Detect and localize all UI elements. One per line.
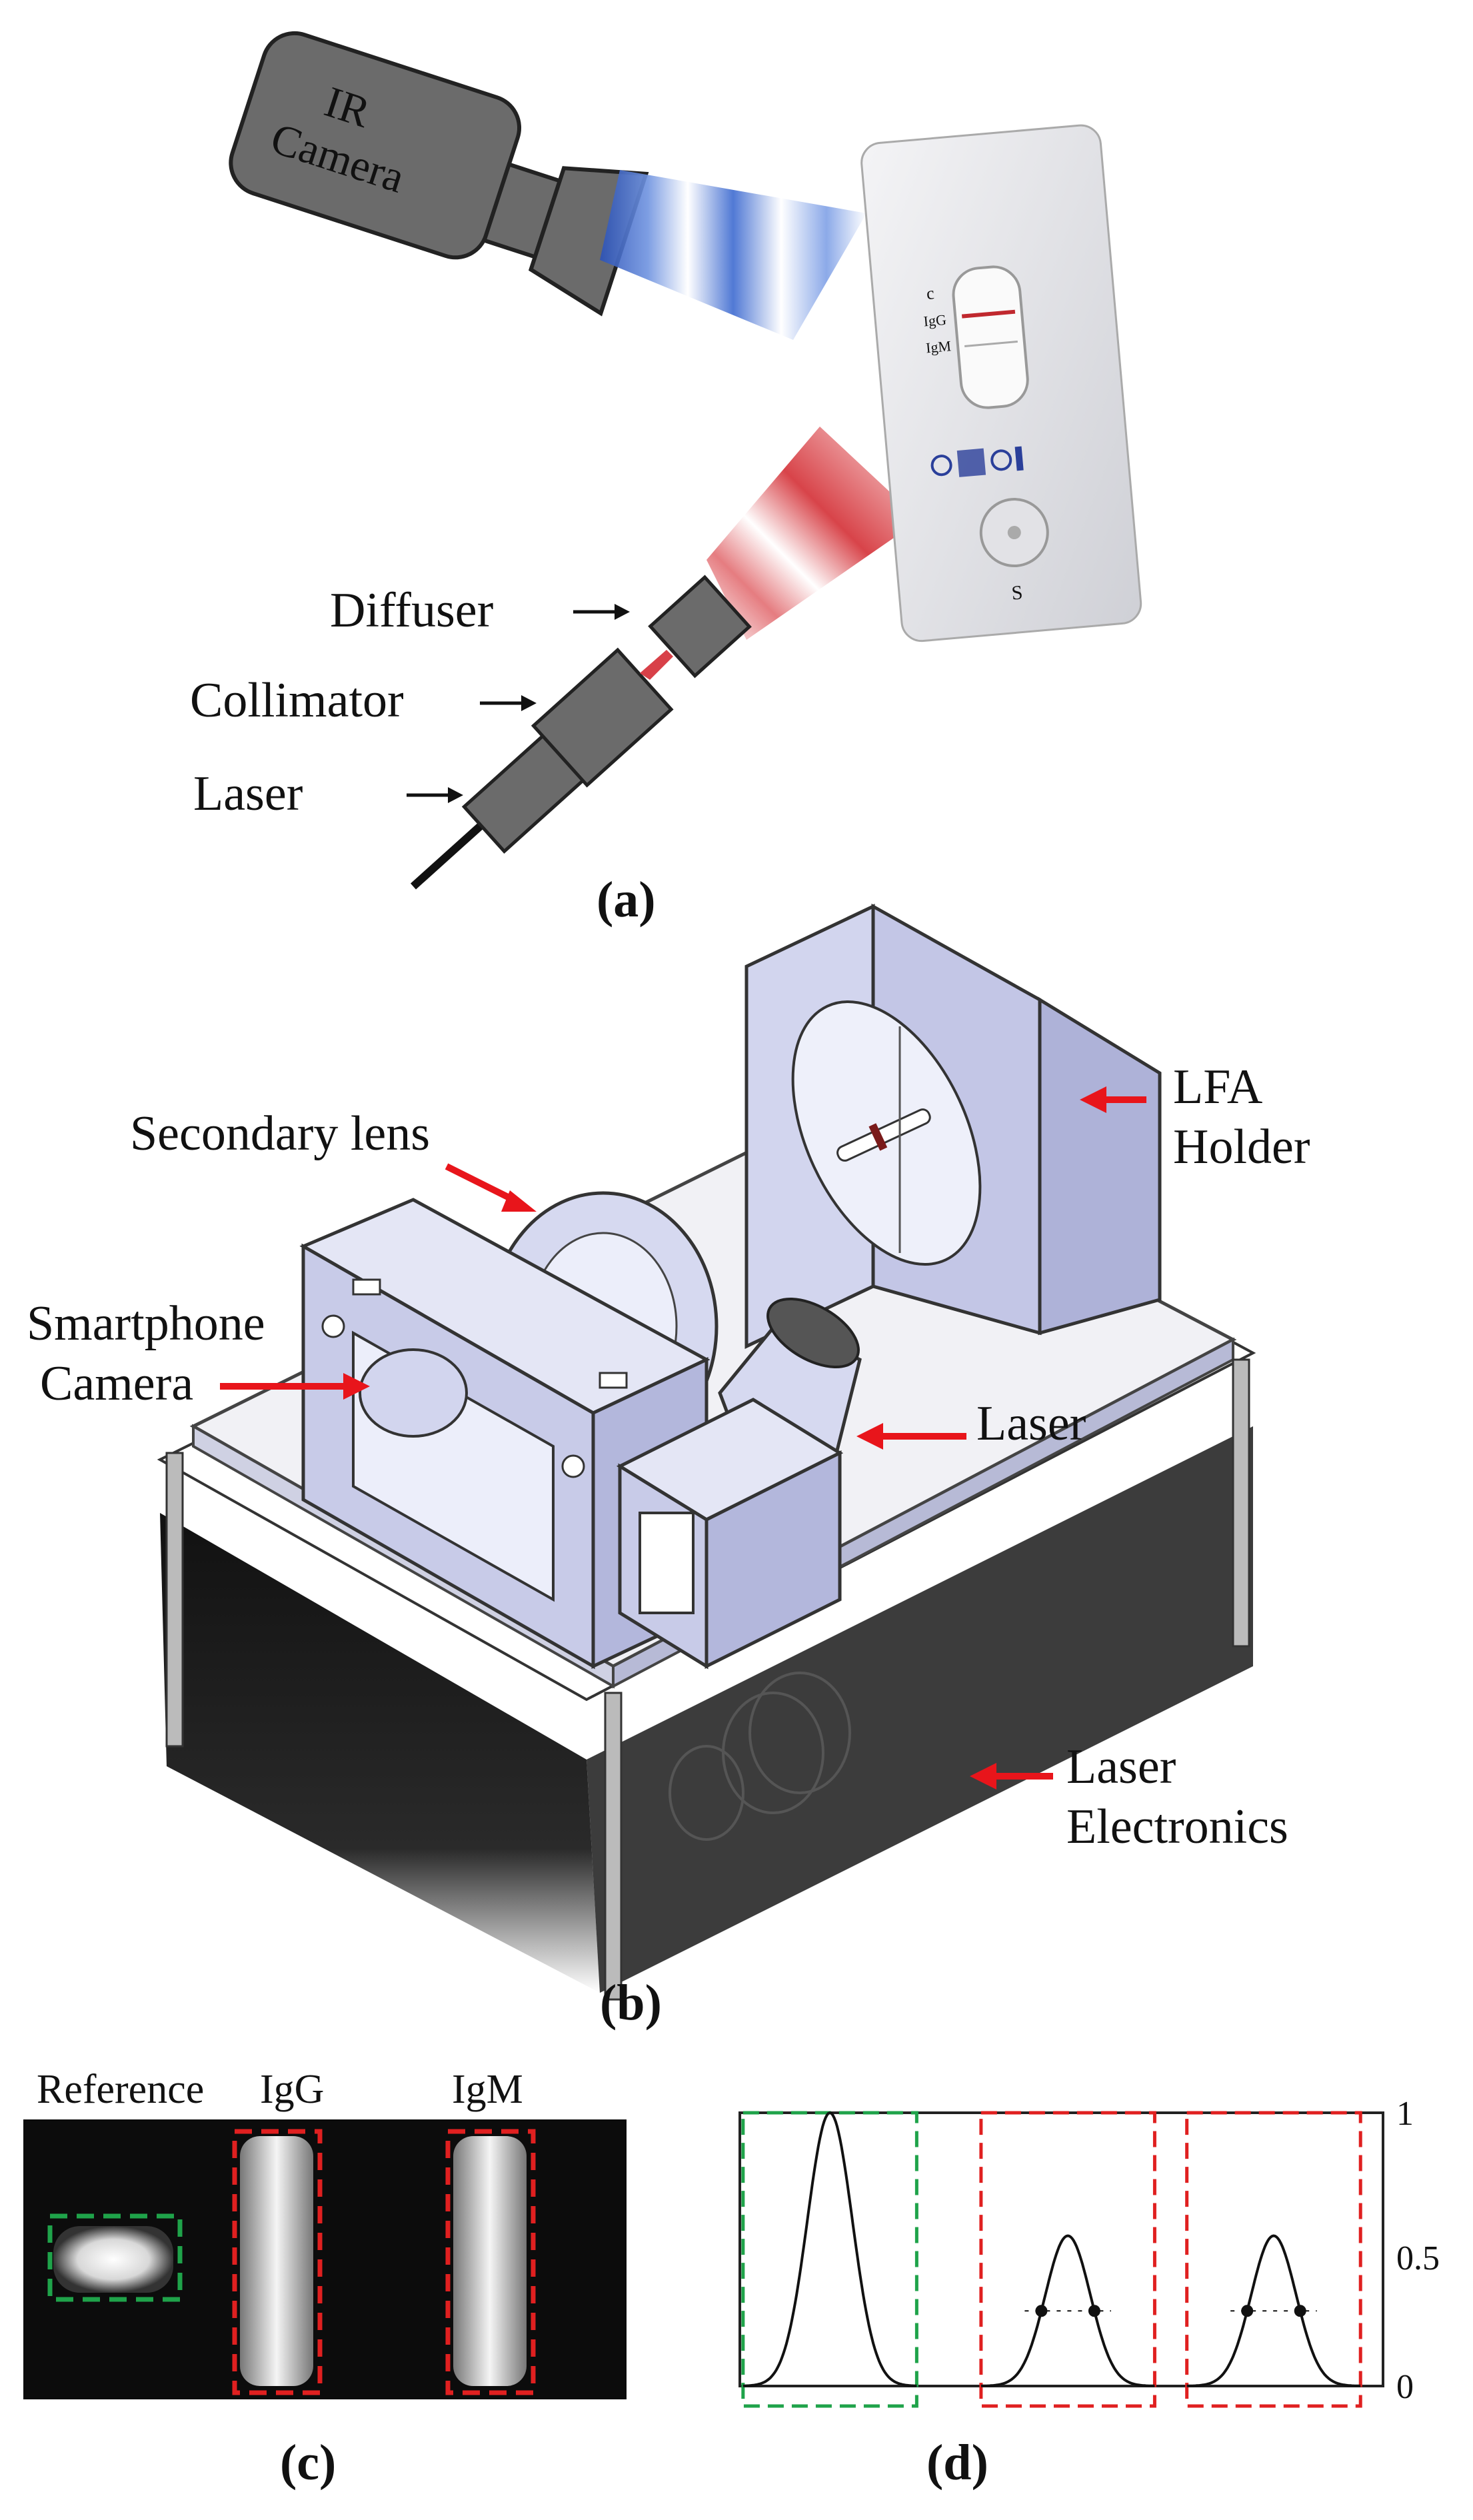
panel-a: IR Camera c IgG IgM S [190,31,1142,928]
laser-electronics-label-line2: Electronics [1066,1800,1288,1854]
fwhm-point-1-1 [1088,2305,1100,2317]
collimator-callout: Collimator [190,673,537,728]
panel-d: 1 0.5 0 (d) [738,2095,1440,2491]
roi-box-1 [979,2111,1156,2408]
ytick-1: 1 [1396,2095,1414,2133]
panel-d-label: (d) [926,2435,988,2491]
panel-b-label: (b) [600,1975,662,2031]
panel-b: Secondary lens Smartphone Camera LFA Hol… [27,903,1310,2031]
strip-text-igg: IgG [923,311,947,330]
label-reference: Reference [37,2067,204,2112]
laser-label-b: Laser [976,1396,1086,1451]
laser-electronics [669,1672,851,1841]
label-igg: IgG [260,2067,324,2112]
laser-electronics-callout: Laser Electronics [970,1740,1288,1854]
lfa-label-line1: LFA [1173,1060,1262,1114]
plot-frame [738,2111,1384,2387]
secondary-lens-callout: Secondary lens [130,1106,537,1212]
reference-box [47,2213,183,2302]
smartphone-callout: Smartphone Camera [27,1296,370,1411]
laser-assembly [410,575,752,890]
lfa-label-line2: Holder [1173,1120,1310,1174]
lfa-holder-callout: LFA Holder [1080,1060,1310,1174]
strip-text-c: c [926,283,935,303]
laser-label-a: Laser [193,766,303,821]
secondary-lens-label: Secondary lens [130,1106,430,1161]
lfa-holder [744,903,1162,1349]
lfa-strip: c IgG IgM S [860,124,1142,642]
diffuser-label: Diffuser [330,583,493,638]
smartphone-label-line2: Camera [40,1356,193,1411]
laser-callout-b: Laser [856,1396,1086,1451]
fwhm-point-1-0 [1035,2305,1048,2317]
strip-text-s: S [1010,581,1024,604]
laser-callout-a: Laser [193,766,463,821]
ytick-0-5: 0.5 [1396,2239,1440,2277]
laser-module [616,1297,862,1670]
fwhm-point-2-1 [1294,2305,1306,2317]
laser-electronics-label-line1: Laser [1066,1740,1176,1794]
base-shadow [160,1513,600,1993]
roi-box-2 [1185,2111,1362,2408]
igg-box [232,2129,323,2395]
ytick-0: 0 [1396,2368,1414,2406]
panel-c-label: (c) [280,2435,336,2491]
label-igm: IgM [452,2067,523,2112]
smartphone-label-line1: Smartphone [27,1296,265,1351]
strip-text-igm: IgM [925,337,952,356]
laser-beam [707,427,920,640]
intensity-curve-0 [742,2111,917,2387]
igm-box [445,2129,536,2395]
plot-curves [742,2111,1361,2387]
panel-a-label: (a) [597,872,656,928]
posts [165,1358,1250,2001]
fwhm-point-2-0 [1241,2305,1254,2317]
ir-camera: IR Camera [229,31,649,317]
collimator-label: Collimator [190,673,404,728]
panel-c: Reference IgG IgM (c) [23,2067,627,2491]
diffuser-callout: Diffuser [330,583,630,638]
intensity-curve-2 [1186,2234,1361,2387]
intensity-curve-1 [980,2234,1155,2387]
ir-beam [600,170,866,340]
